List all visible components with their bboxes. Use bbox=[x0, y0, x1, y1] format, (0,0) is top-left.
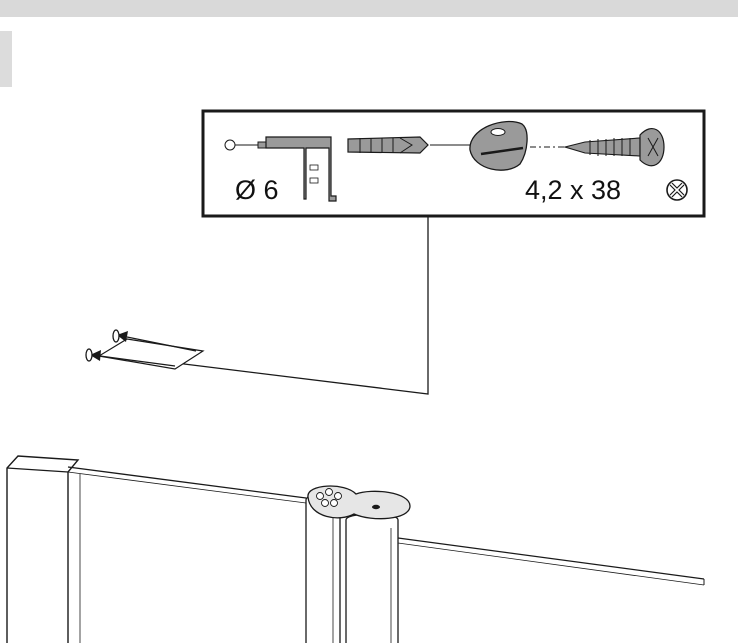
leader-line bbox=[175, 216, 429, 395]
screw-size-label: 4,2 x 38 bbox=[525, 175, 622, 205]
header-bar bbox=[0, 0, 738, 17]
screw-icon bbox=[562, 128, 665, 167]
parts-box bbox=[201, 109, 706, 218]
arrowhead-lower bbox=[90, 350, 101, 361]
drill-hole-upper bbox=[112, 329, 120, 343]
hinge-post-right bbox=[345, 513, 399, 643]
wall-profile bbox=[6, 455, 80, 643]
arrow-lower bbox=[99, 355, 176, 367]
drill-hole-icon bbox=[224, 139, 236, 151]
shower-enclosure bbox=[6, 455, 705, 643]
arrow-upper bbox=[126, 336, 197, 352]
wall-plug-icon bbox=[347, 136, 429, 154]
drill-hole-lower bbox=[85, 348, 93, 362]
hinge-cap bbox=[307, 485, 411, 520]
door-glass-top-edge bbox=[397, 537, 705, 580]
page-side-tab bbox=[0, 31, 12, 87]
glass-top-edge bbox=[67, 466, 307, 499]
arrowhead-upper bbox=[117, 331, 128, 342]
parts-row bbox=[224, 120, 688, 202]
screw-cap-icon bbox=[469, 120, 528, 171]
drill-bit-icon bbox=[257, 136, 337, 202]
wall-marking bbox=[85, 329, 205, 370]
drill-diameter-label: Ø 6 bbox=[235, 175, 279, 205]
phillips-screwdriver-icon bbox=[666, 179, 688, 201]
